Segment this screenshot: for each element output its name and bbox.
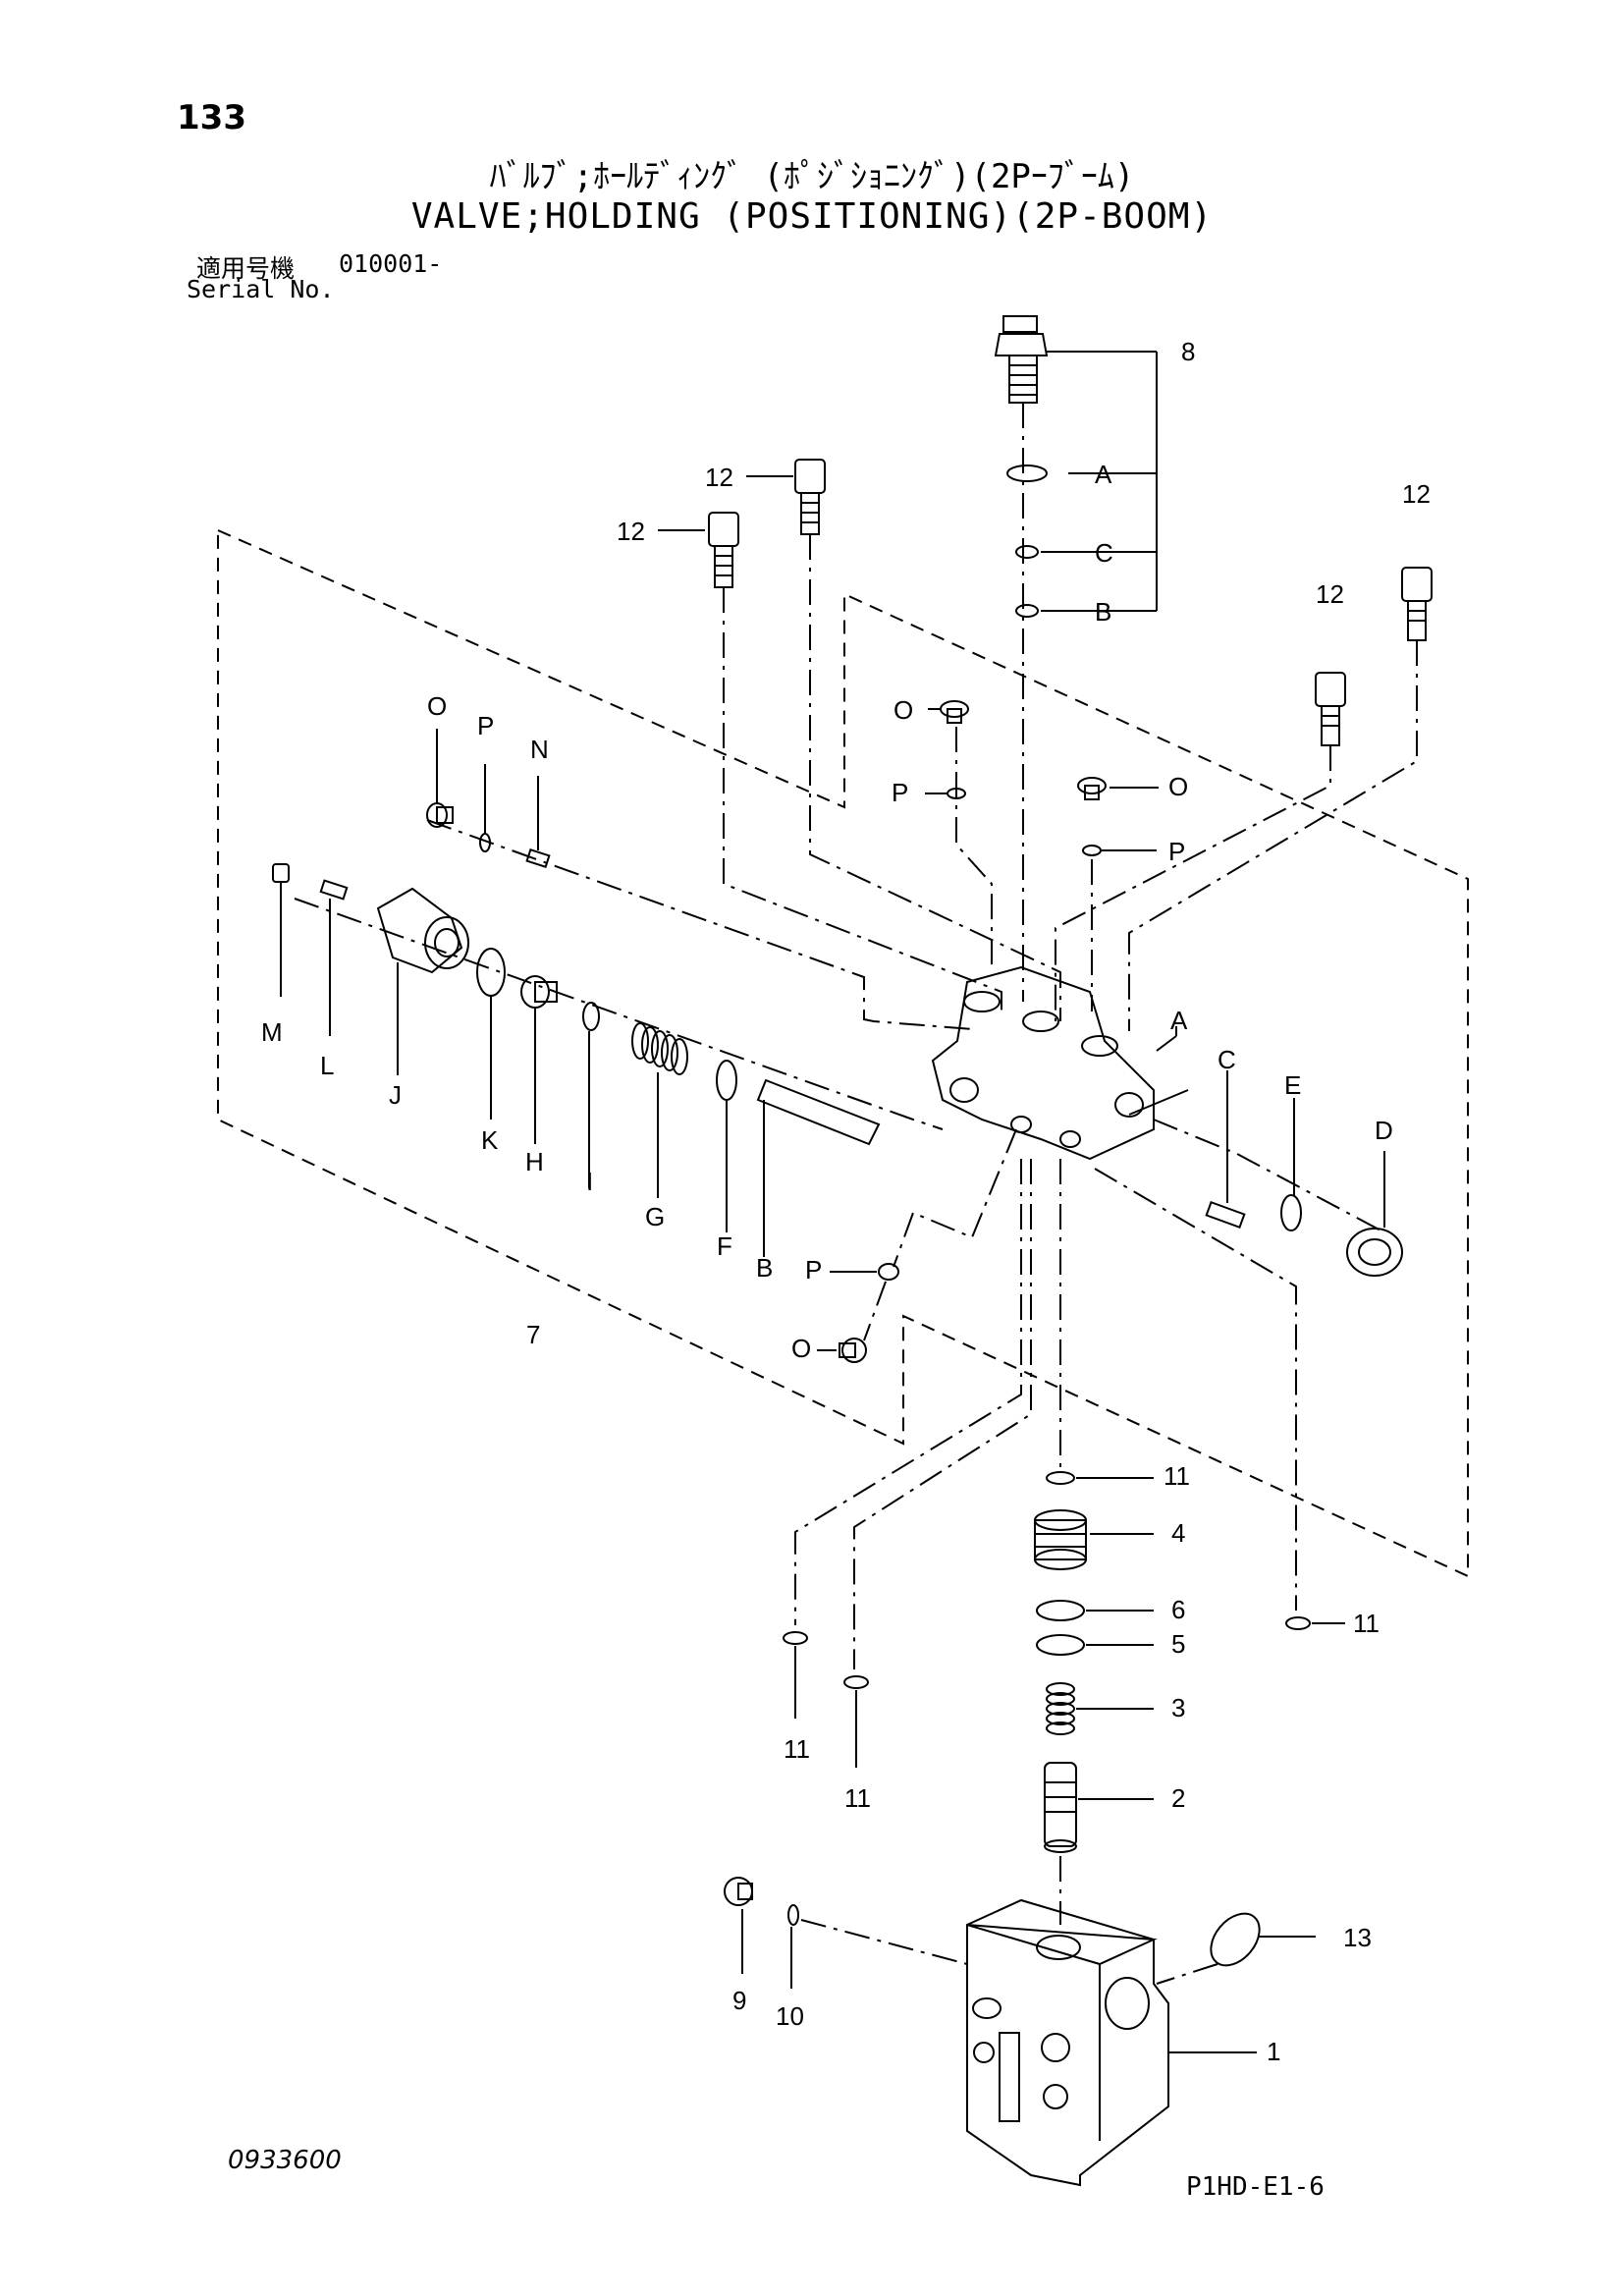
poppet-2-icon: [1044, 1762, 1077, 1853]
bolt-12-icon: [1315, 672, 1346, 746]
page-code: P1HD-E1-6: [1186, 2172, 1325, 2202]
callout-M: M: [261, 1017, 283, 1047]
callout-P: P: [805, 1255, 822, 1285]
callout-7: 7: [526, 1320, 540, 1349]
page-number: 133: [177, 98, 246, 137]
callout-J: J: [389, 1080, 402, 1110]
serial-label-japanese: 適用号機: [196, 254, 296, 283]
valve-body-upper: [931, 965, 1155, 1161]
callout-C: C: [1095, 538, 1113, 568]
callout-A: A: [1170, 1006, 1188, 1035]
callout-8: 8: [1181, 337, 1195, 366]
spool-B-icon: [756, 1078, 881, 1146]
spring-G-icon: [631, 1022, 688, 1075]
callout-A: A: [1095, 460, 1112, 489]
callout-12: 12: [1316, 579, 1344, 609]
plug-9-icon: [724, 1877, 753, 1906]
o-ring-11-icon: [783, 1631, 808, 1645]
callout-6: 6: [1171, 1595, 1185, 1624]
callout-B: B: [1095, 597, 1111, 627]
cap-D-icon: [1346, 1228, 1403, 1277]
bolt-12-icon: [794, 459, 826, 535]
callout-D: D: [1375, 1116, 1393, 1145]
plug-O-icon: [940, 700, 969, 724]
plug-M-icon: [272, 863, 290, 883]
callout-11: 11: [784, 1734, 810, 1764]
title-english: VALVE;HOLDING (POSITIONING)(2P-BOOM): [410, 196, 1214, 237]
callout-B: B: [756, 1253, 773, 1283]
ring-6-icon: [1036, 1600, 1085, 1621]
document-code: 0933600: [228, 2146, 342, 2175]
plug-O-icon: [1077, 777, 1107, 800]
callout-13: 13: [1343, 1923, 1372, 1952]
washer-F-icon: [716, 1060, 737, 1101]
o-ring-P-icon: [878, 1263, 899, 1281]
assembly-boundary-7: [217, 529, 1469, 1578]
o-ring-11-icon: [1285, 1616, 1311, 1630]
callout-I: I: [586, 1167, 593, 1196]
ring-5-icon: [1036, 1634, 1085, 1656]
o-ring-E-icon: [1280, 1194, 1302, 1231]
callout-1: 1: [1267, 2037, 1280, 2066]
o-ring-11-icon: [843, 1675, 869, 1689]
screw-N-icon: [525, 847, 551, 869]
callout-O: O: [893, 695, 913, 725]
o-ring-10-icon: [787, 1904, 799, 1926]
cap-J-icon: [376, 887, 469, 974]
serial-value: 010001-: [339, 249, 443, 278]
callout-E: E: [1284, 1070, 1301, 1100]
o-ring-K-icon: [476, 948, 506, 997]
callout-11: 11: [1164, 1461, 1190, 1491]
callout-P: P: [1168, 837, 1185, 866]
o-ring-13-icon: [1210, 1912, 1261, 1967]
callout-P: P: [477, 711, 494, 740]
callout-2: 2: [1171, 1783, 1185, 1813]
plug-O-icon: [426, 802, 454, 828]
callout-10: 10: [776, 2001, 804, 2031]
callout-K: K: [481, 1125, 499, 1155]
plug-O-icon: [839, 1338, 867, 1363]
o-ring-P-icon: [1082, 845, 1102, 856]
callout-5: 5: [1171, 1629, 1185, 1659]
spring-3-icon: [1046, 1682, 1075, 1735]
callout-F: F: [717, 1231, 732, 1261]
valve-body-1: [966, 1898, 1169, 2187]
callout-H: H: [525, 1147, 544, 1176]
callout-11: 11: [844, 1783, 871, 1813]
callout-C: C: [1218, 1045, 1236, 1074]
bolt-12-icon: [708, 512, 739, 588]
callout-G: G: [645, 1202, 665, 1231]
o-ring-I-icon: [582, 1002, 600, 1031]
plug-8-icon: [994, 315, 1049, 404]
callout-O: O: [791, 1334, 811, 1363]
screw-L-icon: [319, 879, 349, 901]
callout-3: 3: [1171, 1693, 1185, 1722]
callout-O: O: [427, 691, 447, 721]
o-ring-11-icon: [1046, 1471, 1075, 1485]
callout-O: O: [1168, 772, 1188, 801]
piston-4-icon: [1034, 1509, 1087, 1570]
screw-C-icon: [1205, 1200, 1246, 1230]
serial-label-english: Serial No.: [187, 275, 335, 303]
callout-12: 12: [617, 517, 645, 546]
callout-N: N: [530, 735, 549, 764]
bolt-12-icon: [1401, 567, 1433, 641]
callout-11: 11: [1353, 1609, 1380, 1638]
callout-4: 4: [1171, 1518, 1185, 1548]
title-japanese: ﾊﾞﾙﾌﾞ;ﾎｰﾙﾃﾞｨﾝｸﾞ (ﾎﾟｼﾞｼｮﾆﾝｸﾞ)(2Pｰﾌﾞｰﾑ): [489, 157, 1135, 196]
callout-L: L: [320, 1051, 334, 1080]
callout-P: P: [892, 778, 908, 807]
callout-12: 12: [705, 463, 733, 492]
callout-9: 9: [732, 1986, 746, 2015]
callout-12: 12: [1402, 479, 1431, 509]
